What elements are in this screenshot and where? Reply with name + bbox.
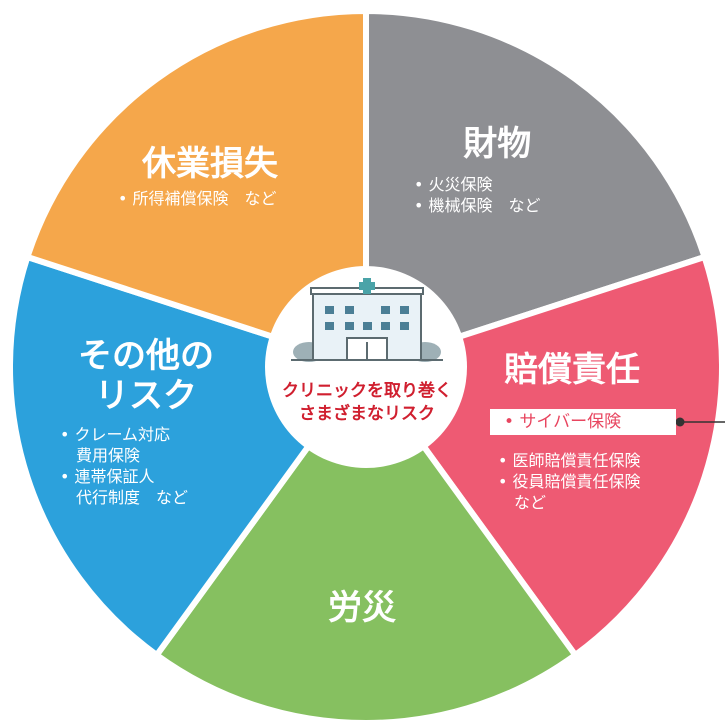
- segment-title: 賠償責任: [504, 350, 640, 390]
- hospital-icon: [291, 278, 443, 362]
- center-label-line2: さまざまなリスク: [299, 404, 435, 424]
- segment-title: 財物: [463, 124, 532, 164]
- list-item: • 所得補償保険 など: [118, 189, 277, 209]
- list-item: • 役員賠償責任保険: [498, 472, 641, 491]
- segment-title-line1: その他の: [78, 336, 214, 376]
- wedge-business-loss: [24, 8, 369, 370]
- list-item: 費用保険: [60, 446, 141, 466]
- list-item: 代行制度 など: [60, 488, 189, 508]
- wedge-property: [363, 8, 708, 370]
- segment-liability-items: • 医師賠償責任保険 • 役員賠償責任保険 など: [498, 450, 641, 513]
- segment-title-line2: リスク: [95, 376, 197, 417]
- segment-other-risks: その他の リスク • クレーム対応 費用保険 • 連帯保証人 代行制度 など: [60, 336, 232, 508]
- center-label: クリニックを取り巻く さまざまなリスク: [262, 380, 472, 426]
- segment-items: • 所得補償保険 など: [118, 188, 278, 209]
- segment-labor: 労災: [328, 588, 396, 628]
- list-item: など: [498, 493, 547, 512]
- segment-title: 労災: [328, 588, 396, 628]
- list-item: • 連帯保証人: [60, 467, 155, 487]
- segment-items: • 火災保険 • 機械保険 など: [414, 174, 541, 216]
- list-item: • 医師賠償責任保険: [498, 451, 641, 470]
- list-item: • 機械保険 など: [414, 196, 541, 216]
- segment-items: • クレーム対応 費用保険 • 連帯保証人 代行制度 など: [60, 424, 232, 508]
- highlight-cyber-insurance: • サイバー保険: [490, 409, 676, 435]
- list-item: • クレーム対応: [60, 425, 171, 445]
- segment-business-loss: 休業損失 • 所得補償保険 など: [118, 144, 278, 209]
- segment-liability-title-wrap: 賠償責任: [504, 350, 640, 390]
- wedge-labor: [153, 364, 579, 722]
- center-label-line1: クリニックを取り巻く: [282, 381, 452, 401]
- list-item: • 火災保険: [414, 175, 493, 195]
- segment-title: 休業損失: [142, 144, 278, 184]
- pointer-dot: [675, 417, 685, 427]
- segment-property: 財物 • 火災保険 • 機械保険 など: [414, 124, 541, 216]
